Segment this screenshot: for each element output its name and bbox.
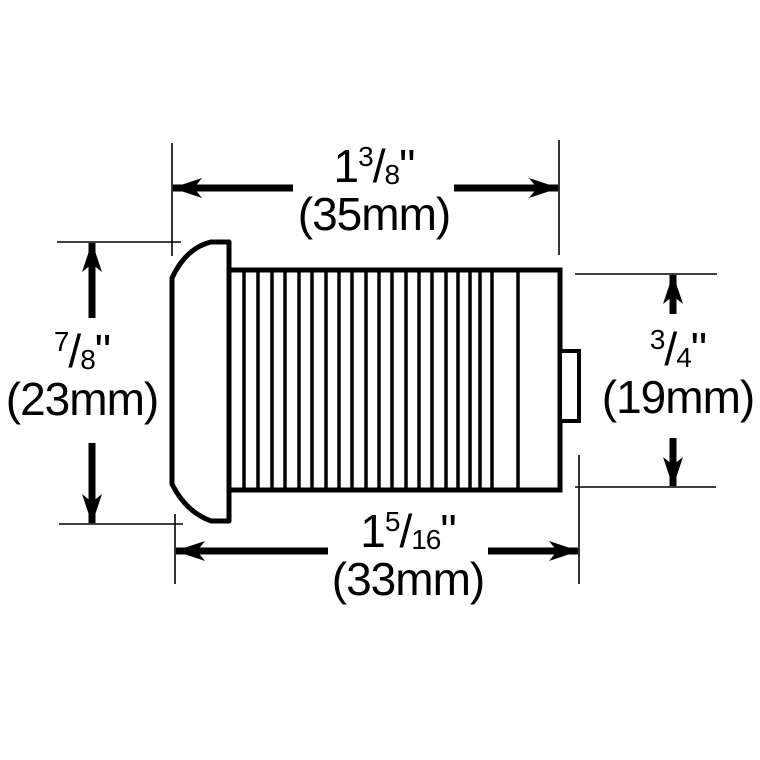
numerator: 3 — [649, 324, 666, 355]
inch-mark: " — [399, 140, 415, 192]
body-length-imperial: 15/16" — [332, 507, 484, 555]
numerator: 3 — [358, 141, 374, 172]
denominator: 16 — [411, 524, 441, 555]
overall-length-label: 13/8" (35mm) — [297, 142, 451, 240]
body-length-metric: (33mm) — [331, 553, 485, 605]
inch-mark: " — [440, 505, 456, 557]
numerator: 5 — [384, 506, 401, 537]
cylinder-body — [226, 267, 563, 493]
body-diameter-imperial: 3/4" — [602, 325, 754, 373]
denominator: 4 — [676, 342, 692, 373]
cam-tab — [558, 349, 581, 423]
overall-length-metric: (35mm) — [297, 188, 451, 240]
denominator: 8 — [80, 344, 96, 375]
inch-mark: " — [690, 323, 707, 375]
fraction-slash: / — [372, 140, 386, 192]
whole-number: 1 — [333, 140, 360, 192]
extension-lines — [57, 140, 717, 584]
body-diameter-label: 3/4" (19mm) — [601, 325, 755, 423]
dimension-arrows — [82, 178, 683, 561]
body-ridges — [242, 270, 520, 490]
denominator: 8 — [384, 159, 401, 190]
fraction-slash: / — [399, 505, 412, 557]
numerator: 7 — [53, 326, 70, 357]
fraction-slash: / — [664, 323, 677, 375]
head-diameter-metric: (23mm) — [5, 373, 159, 425]
body-length-label: 15/16" (33mm) — [331, 507, 485, 605]
inch-mark: " — [94, 325, 111, 377]
cylinder-head — [169, 239, 232, 524]
head-diameter-imperial: 7/8" — [6, 327, 158, 375]
overall-length-imperial: 13/8" — [298, 142, 450, 190]
head-diameter-label: 7/8" (23mm) — [5, 327, 159, 425]
body-diameter-metric: (19mm) — [601, 371, 755, 423]
whole-number: 1 — [360, 505, 386, 557]
fraction-slash: / — [68, 325, 81, 377]
